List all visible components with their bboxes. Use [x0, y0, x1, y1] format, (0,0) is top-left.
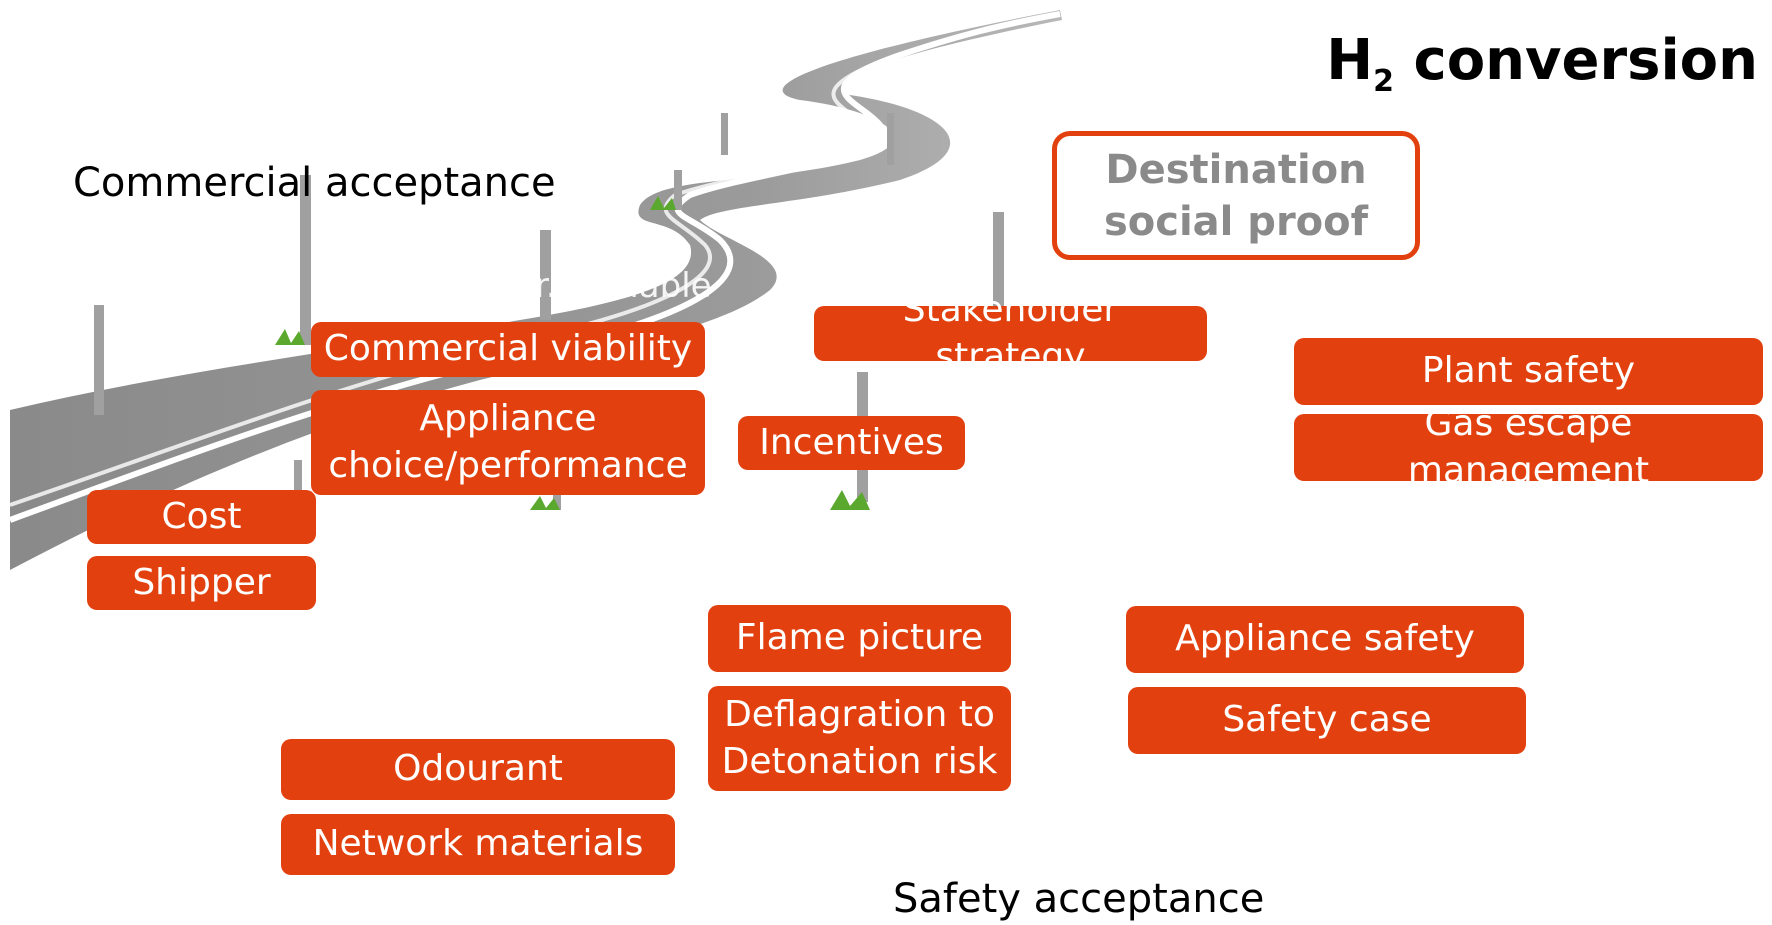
tag-shipper: Shipper: [87, 556, 316, 610]
tag-deflagration-detonation-risk: Deflagration to Detonation risk: [708, 686, 1011, 791]
grass-tufts: [275, 196, 870, 510]
tag-appliance-safety: Appliance safety: [1126, 606, 1524, 673]
tag-flame-picture: Flame picture: [708, 605, 1011, 672]
destination-line-1: Destination: [1105, 146, 1367, 193]
faded-road-text: r...y viable: [535, 266, 712, 306]
destination-social-proof-box: Destination social proof: [1052, 131, 1420, 260]
safety-acceptance-label: Safety acceptance: [893, 876, 1265, 922]
destination-line-2: social proof: [1103, 198, 1369, 245]
tag-network-materials: Network materials: [281, 814, 675, 875]
tag-incentives: Incentives: [738, 416, 965, 470]
appliance-choice-line-1: Appliance: [419, 397, 597, 439]
tag-gas-escape-management: Gas escape management: [1294, 403, 1763, 491]
appliance-choice-line-2: choice/performance: [328, 444, 688, 486]
road-surface: [10, 10, 1062, 570]
tag-odourant: Odourant: [281, 739, 675, 800]
commercial-acceptance-label: Commercial acceptance: [73, 160, 556, 206]
tag-commercial-viability: Commercial viability: [311, 322, 705, 377]
deflagration-line-1: Deflagration to: [724, 693, 995, 735]
deflagration-line-2: Detonation risk: [721, 740, 998, 782]
tag-safety-case: Safety case: [1128, 687, 1526, 754]
tag-appliance-choice-performance: Appliance choice/performance: [311, 390, 705, 495]
tag-plant-safety: Plant safety: [1294, 338, 1763, 405]
tag-stakeholder-strategy: Stakeholder strategy: [814, 289, 1207, 377]
page-title: H2 conversion: [1326, 28, 1758, 99]
tag-cost: Cost: [87, 490, 316, 544]
